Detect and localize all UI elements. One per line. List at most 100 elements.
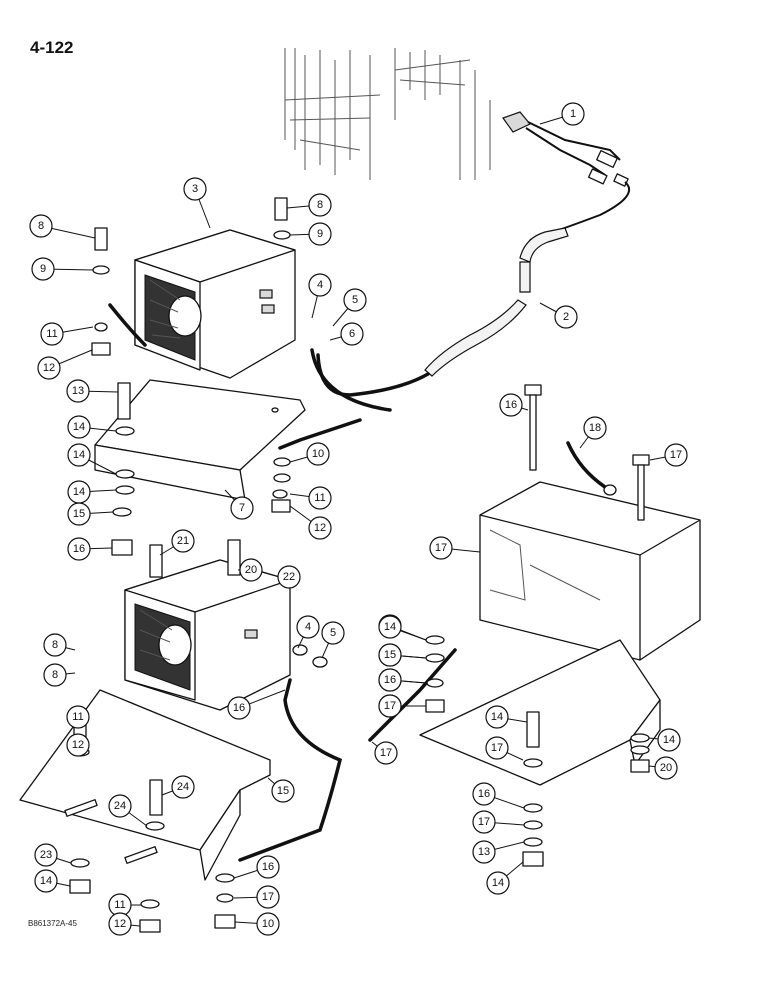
callout-label: 11 [314,492,325,504]
callout-label: 14 [73,449,85,461]
callout-circle [67,443,91,467]
callout-circle [230,496,254,520]
callout-label: 17 [491,742,503,754]
callout-circle [108,912,132,936]
callout-circle [171,529,195,553]
alarm-lead-lower [238,678,343,862]
callout-label: 17 [435,542,447,554]
callout-circle [378,694,402,718]
callout-circle [485,705,509,729]
callout-label: 5 [330,627,336,639]
callout-circle [378,668,402,692]
callout-label: 13 [72,385,84,397]
callout-circle [429,536,453,560]
callout-circle [374,741,398,765]
callout-label: 10 [312,448,324,460]
callout-circle [271,779,295,803]
callout-label: 14 [40,875,52,887]
ground-strap-right [566,441,607,489]
callout-label: 12 [72,739,84,751]
callout-circle [239,558,263,582]
page-number: 4-122 [30,38,74,57]
callout-circle [66,379,90,403]
callout-label: 23 [40,849,52,861]
callout-label: 14 [491,711,503,723]
callout-label: 16 [478,788,490,800]
callout-circle [657,728,681,752]
callout-circle [34,843,58,867]
upper-right-hardware [271,457,291,513]
ground-lead-upper [278,418,362,450]
callout-label: 14 [492,877,504,889]
callout-label: 17 [670,449,682,461]
callout-circle [277,565,301,589]
callout-circle [308,273,332,297]
callout-label: 14 [384,621,396,633]
callout-label: 15 [277,785,289,797]
callout-circle [171,775,195,799]
backup-alarm-switch [502,111,629,187]
callout-label: 8 [52,669,58,681]
callout-circle [43,633,67,657]
callout-label: 18 [589,422,601,434]
callout-label: 16 [73,543,85,555]
callout-label: 14 [73,421,85,433]
callout-circle [561,102,585,126]
callout-circle [343,288,367,312]
backup-alarm-lower [124,559,291,711]
callout-label: 5 [352,294,358,306]
callout-label: 12 [43,362,55,374]
callout-label: 11 [72,711,83,723]
callout-circle [554,305,578,329]
callout-circle [308,222,332,246]
callout-label: 4 [305,621,311,633]
callout-label: 10 [262,918,274,930]
callout-circle [67,502,91,526]
callout-label: 9 [317,228,323,240]
callout-label: 16 [384,674,396,686]
callout-circle [472,840,496,864]
alarm-guard-box [479,481,701,661]
callout-circle [108,794,132,818]
callout-circle [321,621,345,645]
callout-circle [486,871,510,895]
callout-circle [499,393,523,417]
callout-circle [378,643,402,667]
callout-label: 21 [177,535,189,547]
callout-label: 11 [46,328,57,340]
callout-circle [183,177,207,201]
callout-group: 1234567889910111112121314141415161617171… [29,102,688,936]
callout-circle [40,322,64,346]
right-bracket [419,639,661,786]
backup-alarm-upper [134,229,296,379]
callout-circle [29,214,53,238]
callout-circle [583,416,607,440]
callout-label: 24 [114,800,126,812]
callout-label: 20 [660,762,672,774]
callout-label: 12 [114,918,126,930]
callout-label: 24 [177,781,189,793]
callout-label: 22 [283,571,295,583]
callout-label: 17 [384,700,396,712]
callout-label: 8 [317,199,323,211]
callout-circle [256,912,280,936]
callout-label: 8 [38,220,44,232]
callout-circle [306,442,330,466]
callout-circle [485,736,509,760]
callout-label: 3 [192,183,198,195]
wire-harness [316,181,631,397]
callout-circle [227,696,251,720]
callout-label: 17 [380,747,392,759]
callout-label: 16 [233,702,245,714]
upper-bracket [94,379,306,501]
callout-label: 2 [563,311,569,323]
callout-circle [256,885,280,909]
callout-label: 11 [114,899,125,911]
callout-label: 7 [239,502,245,514]
callout-circle [664,443,688,467]
drawing-code: B861372A-45 [28,919,77,928]
callout-label: 16 [262,861,274,873]
callout-circle [256,855,280,879]
alarm-lead-left [108,303,147,347]
